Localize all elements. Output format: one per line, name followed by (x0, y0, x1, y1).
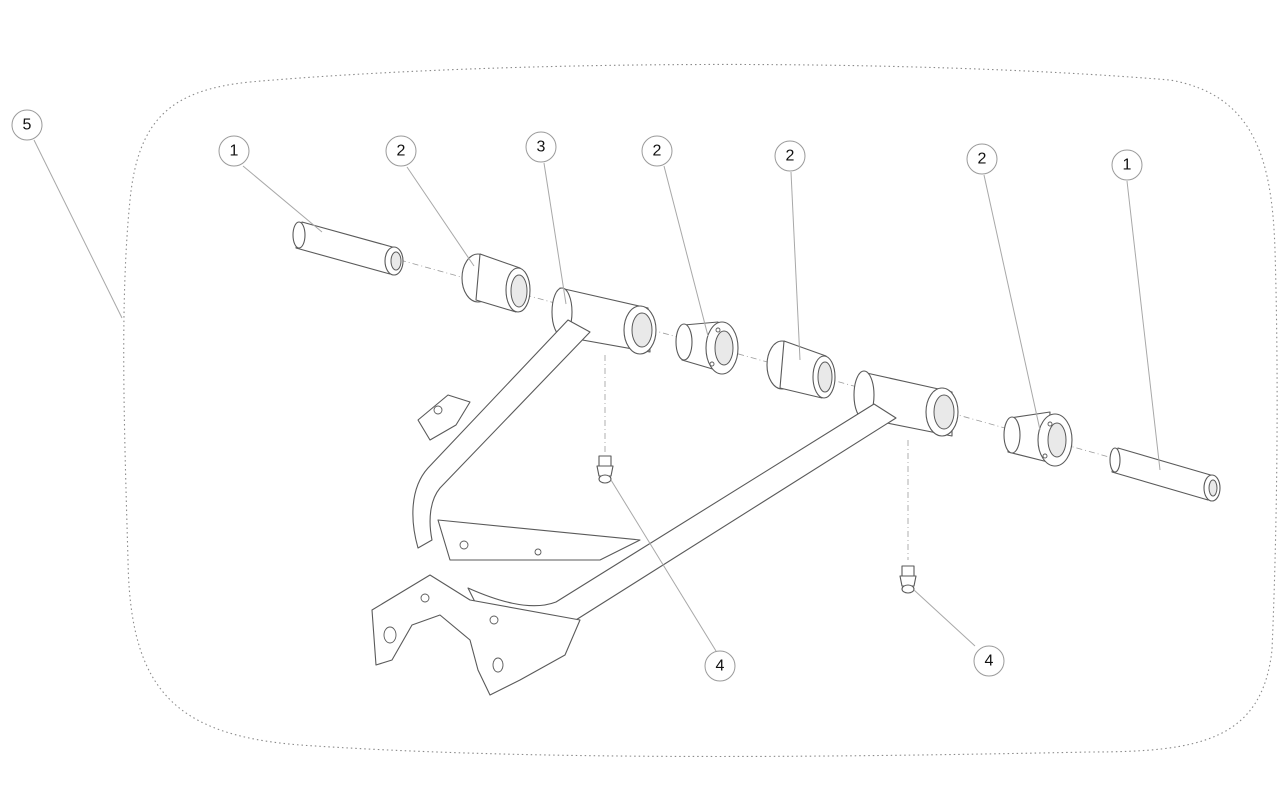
callout-label: 2 (978, 151, 987, 168)
callout-4-left: 4 (704, 650, 736, 682)
bushing-2c (766, 340, 836, 399)
grease-fitting-right (899, 565, 917, 594)
callout-2-b: 2 (641, 135, 673, 167)
callout-label: 3 (537, 139, 546, 156)
callout-label: 2 (397, 143, 406, 160)
leader-lines (33, 139, 1161, 652)
callout-label: 4 (716, 658, 725, 675)
axis-lines (399, 259, 1121, 560)
callout-2-d: 2 (966, 143, 998, 175)
bushing-2a (461, 253, 531, 313)
callout-1-left: 1 (218, 135, 250, 167)
bushing-2b (675, 321, 739, 375)
callout-5: 5 (11, 109, 43, 141)
control-arm (371, 287, 959, 696)
sleeve-right (1109, 447, 1221, 502)
callout-label: 2 (653, 143, 662, 160)
callout-2-a: 2 (385, 135, 417, 167)
callout-4-right: 4 (973, 645, 1005, 677)
bushing-2d (1003, 411, 1073, 467)
assembly-boundary (123, 63, 1278, 758)
callout-1-right: 1 (1111, 149, 1143, 181)
grease-fitting-left (596, 455, 614, 484)
callout-label: 1 (230, 143, 239, 160)
sleeve-left (292, 221, 404, 276)
callout-label: 2 (786, 148, 795, 165)
callout-3: 3 (525, 131, 557, 163)
callout-2-c: 2 (774, 140, 806, 172)
callout-label: 4 (985, 653, 994, 670)
callout-label: 1 (1123, 157, 1132, 174)
callout-label: 5 (23, 117, 32, 134)
